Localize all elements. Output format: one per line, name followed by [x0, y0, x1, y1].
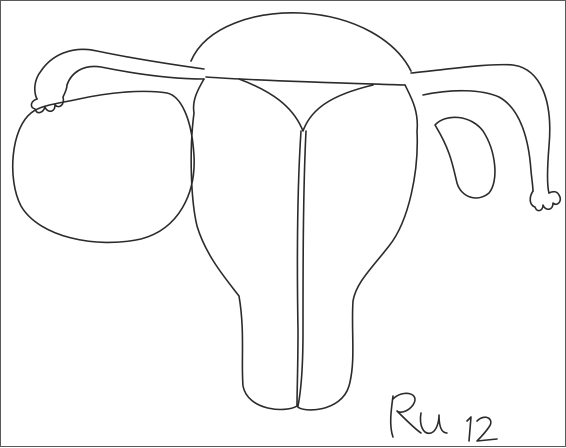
- signature: [391, 393, 497, 441]
- left-fallopian-tube-inner: [67, 66, 204, 85]
- left-fimbriae: [31, 85, 67, 113]
- left-fallopian-tube: [35, 49, 204, 99]
- uterine-fundus: [191, 13, 411, 71]
- cervical-canal-left: [297, 131, 301, 406]
- endometrial-cavity: [239, 79, 373, 131]
- uterus-right-wall: [297, 85, 417, 410]
- cavity-top-line: [206, 77, 405, 85]
- uterus-left-wall: [191, 79, 297, 409]
- ovarian-cyst: [13, 91, 194, 242]
- signature-glyph-R: [391, 393, 421, 437]
- signature-glyph-u: [420, 413, 447, 433]
- right-fallopian-tube-inner: [423, 91, 533, 191]
- signature-glyph-1: [467, 417, 471, 441]
- right-fimbriae: [530, 191, 560, 211]
- right-ovary: [435, 117, 495, 198]
- signature-glyph-2: [477, 417, 497, 441]
